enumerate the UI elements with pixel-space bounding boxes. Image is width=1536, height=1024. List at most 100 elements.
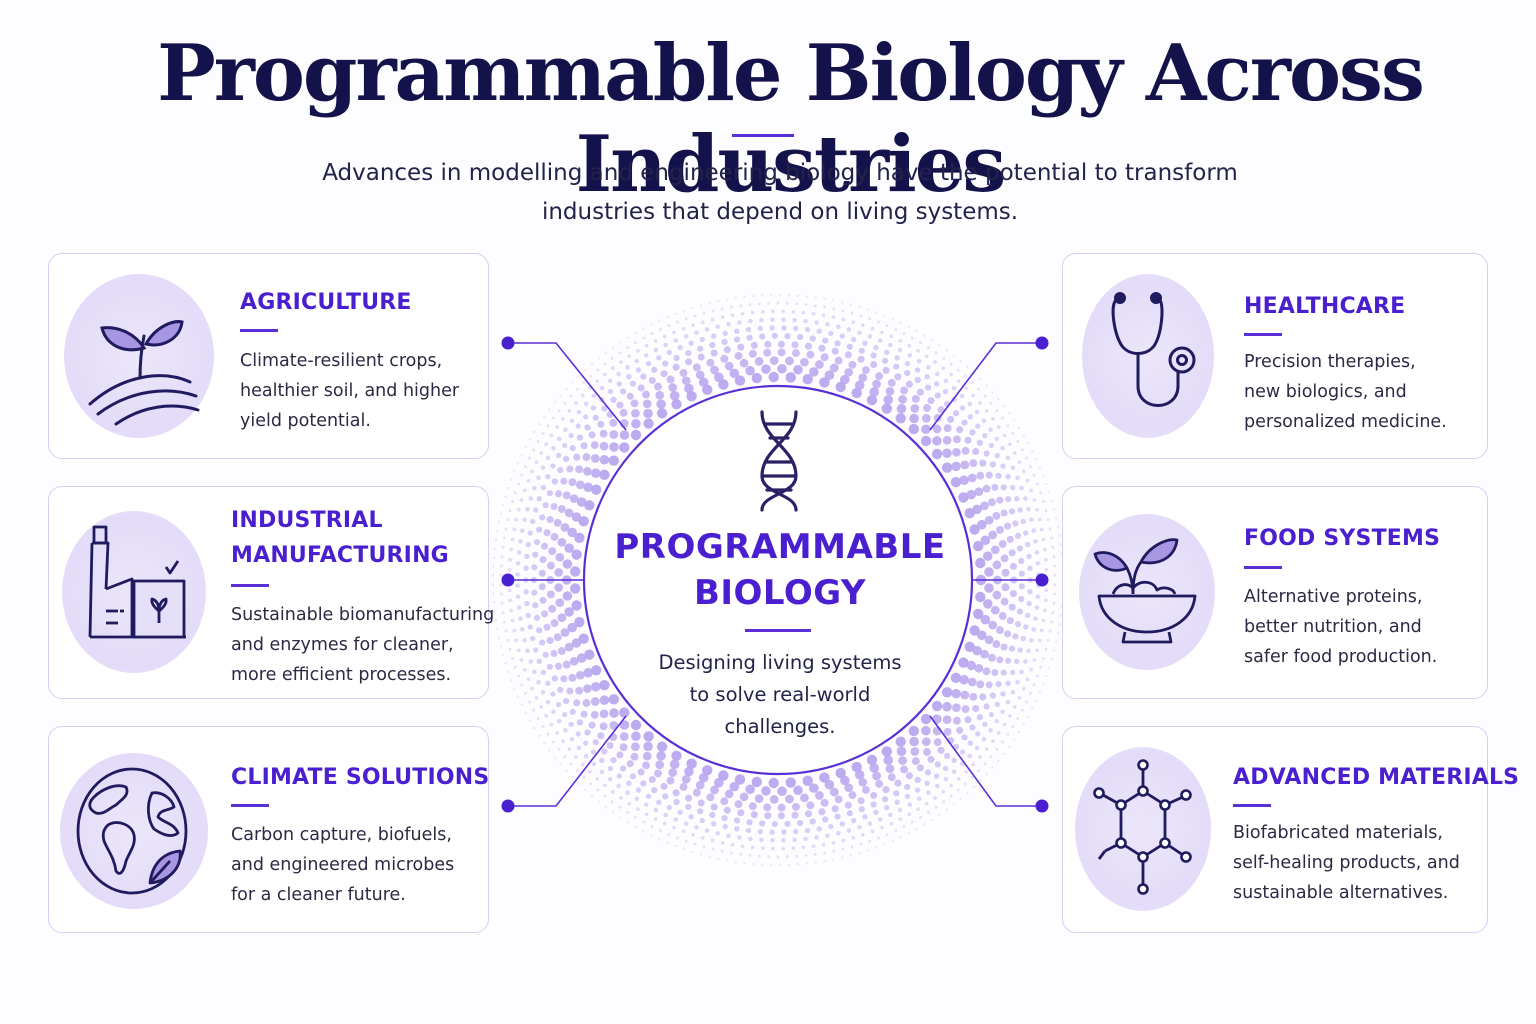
card-description-line: Biofabricated materials, [1233, 823, 1443, 843]
halo-dot [882, 357, 889, 364]
halo-dot [784, 820, 791, 827]
halo-dot [1017, 730, 1021, 734]
halo-dot [1031, 707, 1034, 710]
halo-dot [824, 780, 835, 790]
halo-dot [829, 787, 839, 797]
halo-dot [539, 556, 547, 564]
halo-dot [792, 837, 797, 843]
halo-dot [752, 862, 755, 866]
halo-dot [992, 590, 1002, 600]
halo-dot [915, 329, 918, 333]
halo-dot [861, 323, 865, 328]
halo-dot [975, 591, 986, 603]
halo-dot [695, 780, 705, 790]
halo-dot [980, 649, 989, 659]
halo-dot [546, 515, 554, 524]
halo-dot [982, 721, 988, 728]
halo-dot [699, 304, 703, 307]
halo-dot [959, 475, 969, 485]
halo-dot [702, 845, 706, 849]
halo-dot [730, 305, 733, 309]
card-title: HEALTHCARE [1244, 294, 1406, 319]
halo-dot [625, 365, 630, 370]
halo-dot [857, 825, 862, 830]
hub-title-line2: BIOLOGY [693, 573, 867, 613]
halo-dot [1017, 647, 1023, 653]
halo-dot [918, 341, 922, 345]
halo-dot [513, 665, 517, 669]
halo-dot [1053, 583, 1057, 587]
halo-dot [872, 771, 881, 781]
halo-dot [564, 642, 574, 652]
halo-dot [513, 470, 516, 473]
halo-dot [835, 381, 846, 393]
halo-dot [785, 356, 794, 366]
halo-dot [897, 347, 903, 353]
halo-dot [571, 512, 582, 522]
halo-dot [553, 756, 557, 759]
halo-dot [888, 812, 893, 818]
halo-dot [699, 817, 705, 824]
halo-dot [1027, 565, 1033, 571]
halo-dot [516, 648, 521, 653]
halo-dot [777, 786, 787, 796]
halo-dot [804, 853, 808, 857]
halo-dot [959, 797, 962, 800]
halo-dot [964, 436, 972, 444]
halo-dot [590, 710, 599, 719]
halo-dot [846, 810, 853, 817]
halo-dot [907, 812, 912, 817]
halo-dot [1017, 426, 1021, 430]
halo-dot [918, 815, 922, 819]
halo-dot [824, 370, 835, 380]
halo-dot [508, 598, 513, 603]
halo-dot [662, 821, 667, 826]
halo-dot [984, 635, 994, 645]
halo-dot [857, 330, 862, 335]
halo-dot [525, 541, 531, 548]
card-description-line: Carbon capture, biofuels, [231, 825, 452, 845]
halo-dot [969, 459, 978, 468]
halo-dot [507, 588, 512, 593]
halo-dot [866, 754, 878, 766]
halo-dot [740, 844, 745, 849]
halo-dot [674, 844, 677, 848]
halo-dot [545, 455, 551, 461]
halo-dot [972, 645, 982, 656]
halo-dot [571, 600, 582, 611]
halo-dot [520, 683, 524, 687]
halo-dot [536, 496, 542, 502]
halo-dot [645, 793, 652, 800]
halo-dot [885, 324, 889, 328]
halo-dot [989, 692, 997, 699]
halo-dot [804, 810, 813, 818]
halo-dot [1017, 695, 1022, 700]
halo-dot [560, 477, 568, 485]
halo-dot [673, 817, 679, 822]
halo-dot [504, 629, 508, 633]
halo-dot [1050, 536, 1054, 540]
halo-dot [796, 294, 800, 297]
halo-dot [539, 596, 547, 604]
halo-dot [553, 401, 557, 404]
halo-dot [543, 529, 551, 537]
halo-dot [834, 340, 841, 347]
halo-dot [934, 392, 941, 399]
halo-dot [631, 408, 640, 418]
halo-dot [619, 430, 630, 440]
halo-dot [969, 625, 980, 636]
halo-dot [599, 709, 609, 719]
halo-dot [1020, 518, 1026, 525]
halo-dot [916, 358, 922, 364]
halo-dot [557, 409, 561, 413]
halo-dot [723, 806, 731, 814]
halo-dot [683, 334, 689, 339]
halo-dot [1004, 630, 1012, 638]
halo-dot [644, 343, 649, 348]
halo-dot [813, 852, 817, 856]
halo-dot [541, 724, 545, 728]
halo-dot [603, 362, 607, 366]
halo-dot [1035, 648, 1040, 653]
halo-dot [933, 413, 942, 422]
card-description: Climate-resilient crops, healthier soil,… [240, 346, 459, 436]
